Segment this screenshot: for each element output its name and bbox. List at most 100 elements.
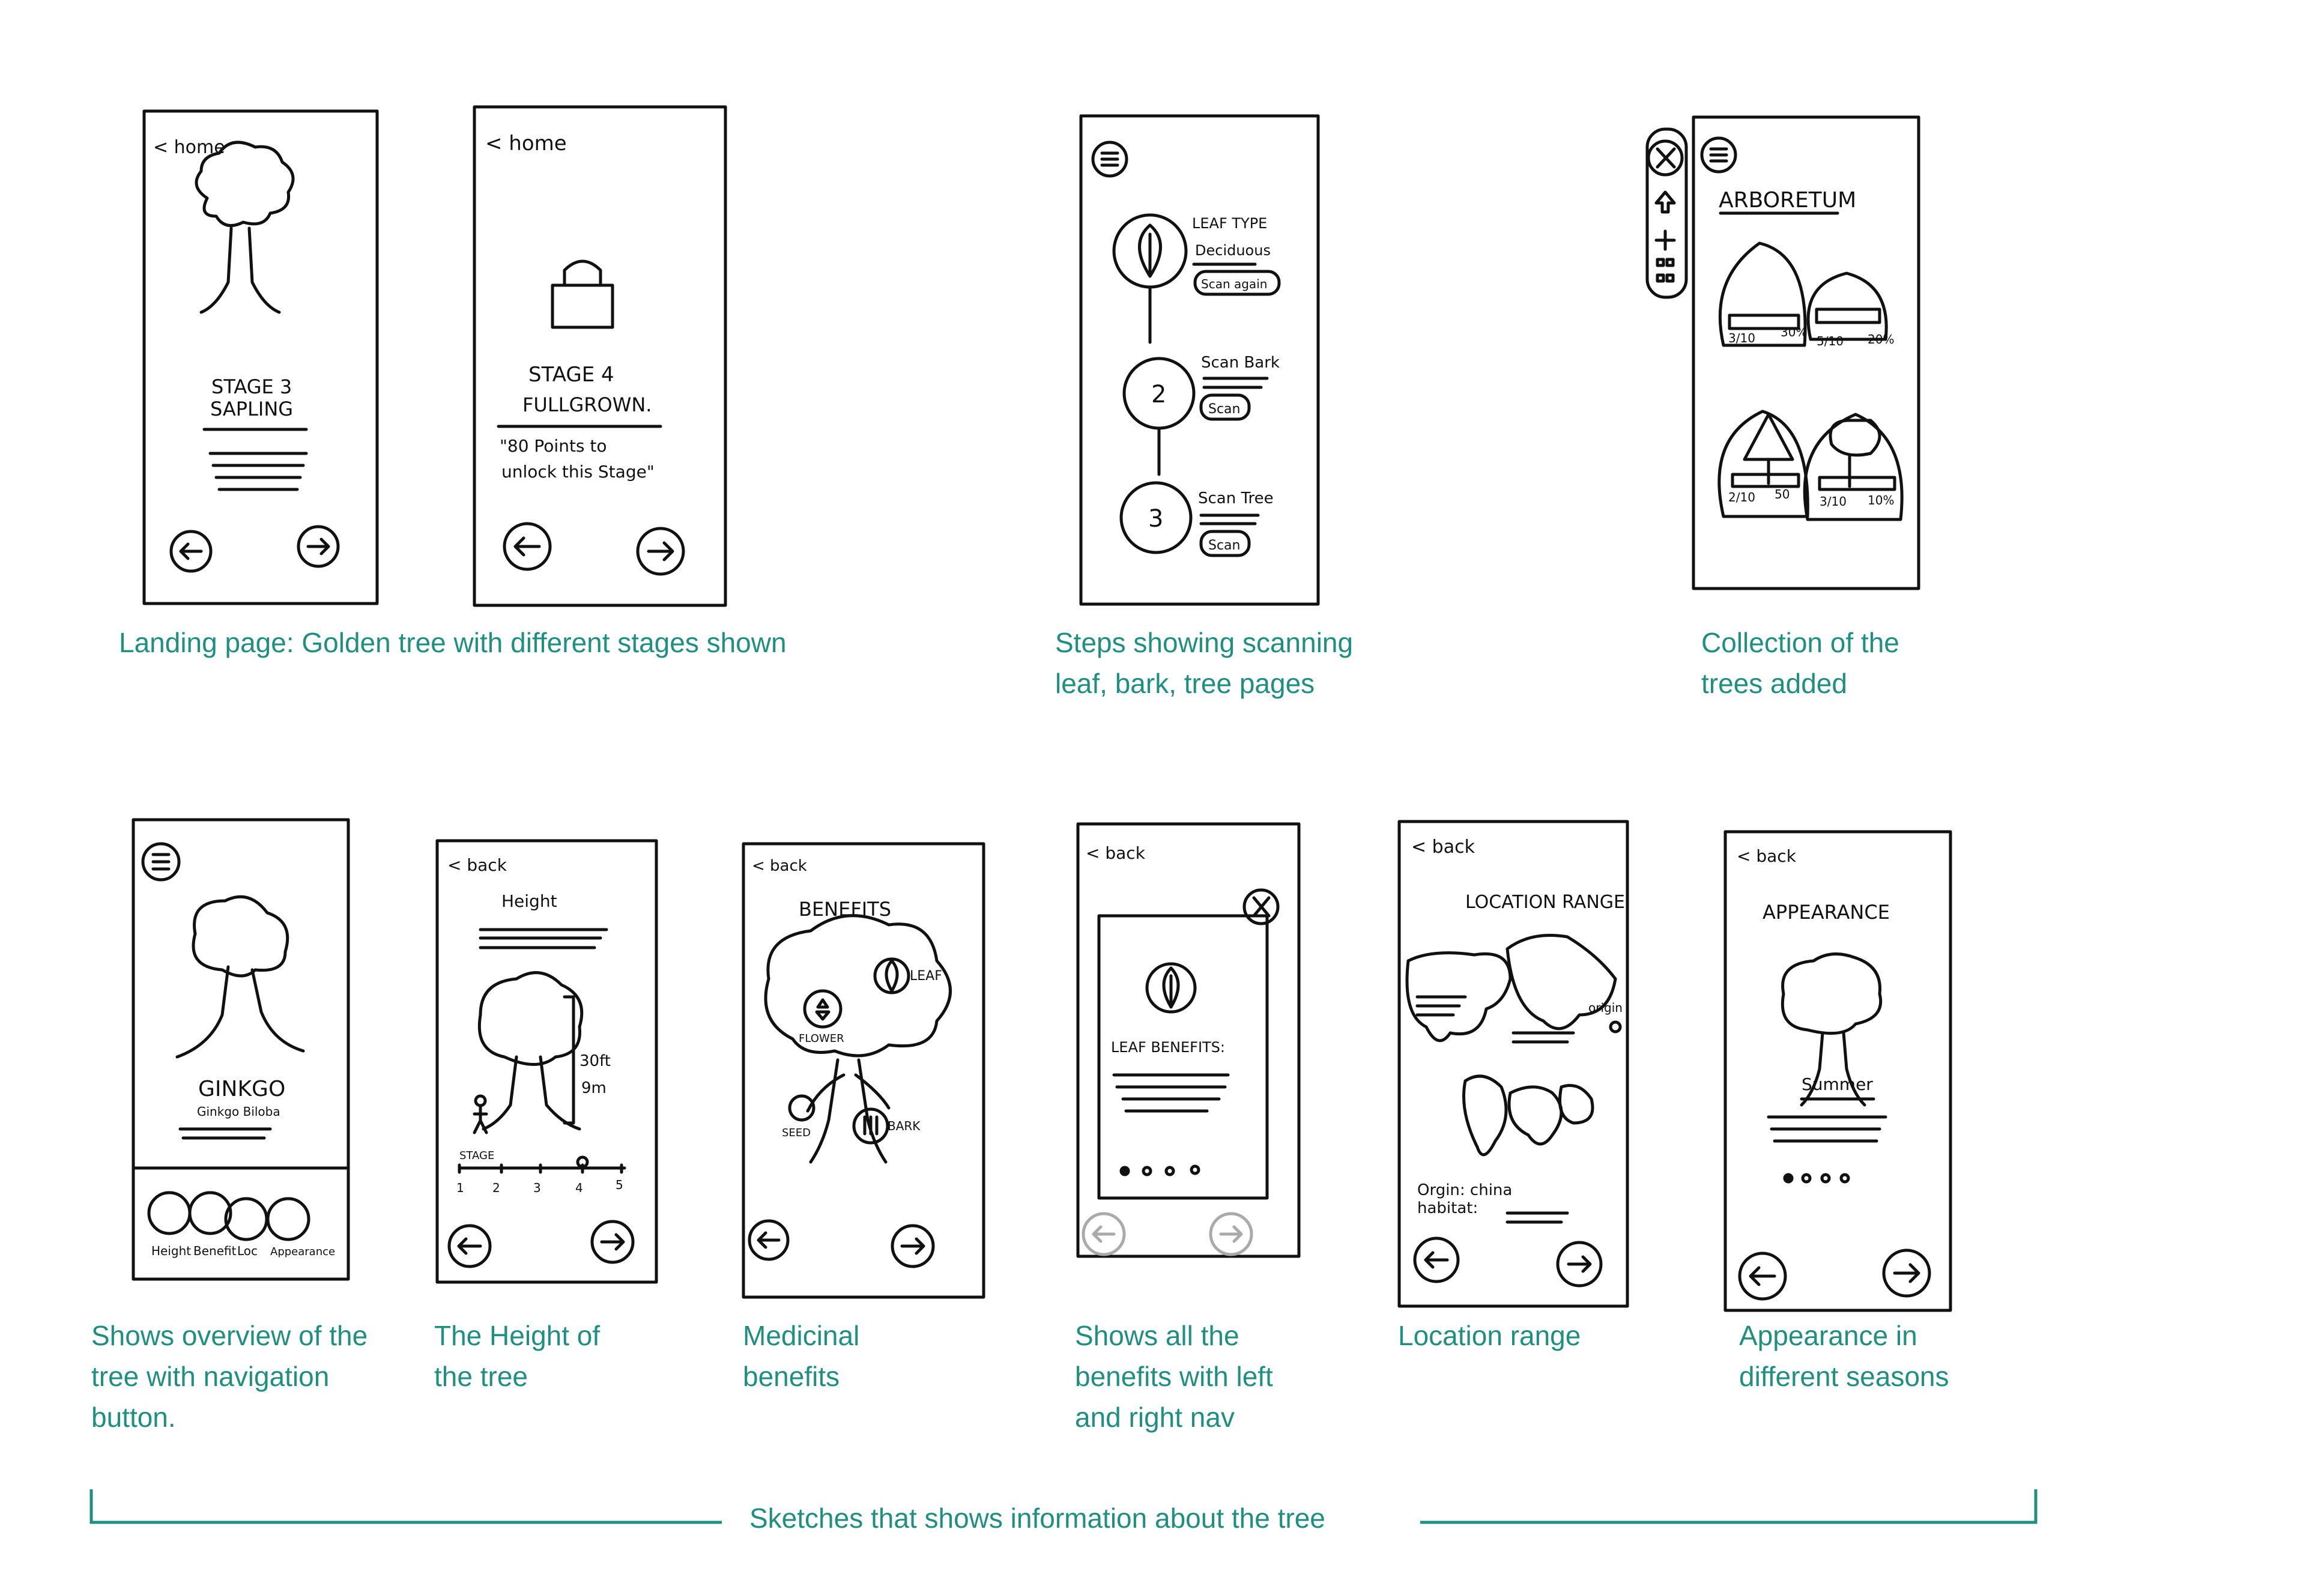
- flower-benefit-icon[interactable]: [803, 989, 843, 1029]
- season-dot[interactable]: [1801, 1173, 1812, 1184]
- nav-appearance-label: Appearance: [270, 1245, 335, 1258]
- tree-trunk: [199, 226, 281, 314]
- menu-icon[interactable]: [1700, 136, 1737, 174]
- step3-title: Scan Tree: [1198, 489, 1274, 507]
- caption-overview: Shows overview of the tree with navigati…: [91, 1320, 368, 1433]
- seed-benefit-icon[interactable]: [788, 1094, 816, 1122]
- tree-canopy: [764, 914, 952, 1058]
- card-percent: 30%: [1781, 325, 1807, 339]
- height-title: Height: [501, 891, 557, 911]
- flower-label: FLOWER: [799, 1032, 844, 1045]
- benefits-title: BENEFITS: [799, 898, 891, 921]
- slider-handle[interactable]: [576, 1155, 589, 1169]
- tree-icon: [192, 895, 289, 978]
- back-home-link[interactable]: < home: [153, 137, 225, 158]
- back-link[interactable]: < back: [1411, 837, 1475, 858]
- unlock-quote-2: unlock this Stage": [501, 462, 655, 482]
- next-arrow-icon[interactable]: [590, 1220, 635, 1264]
- season-dot[interactable]: [1839, 1173, 1850, 1184]
- back-link[interactable]: < back: [1737, 846, 1797, 866]
- add-icon[interactable]: [1654, 229, 1676, 251]
- scan-again-button[interactable]: [1193, 270, 1281, 296]
- prev-arrow-icon[interactable]: [748, 1219, 790, 1261]
- sketch-benefits: [742, 842, 985, 1299]
- caption-landing: Landing page: Golden tree with different…: [119, 627, 787, 658]
- prev-arrow-icon[interactable]: [1413, 1236, 1460, 1283]
- prev-arrow-icon[interactable]: [1738, 1252, 1787, 1301]
- phone-frame: [742, 842, 985, 1299]
- season-label: Summer: [1802, 1074, 1873, 1094]
- nav-benefit-button[interactable]: [188, 1191, 232, 1235]
- next-arrow-icon[interactable]: [1882, 1248, 1931, 1298]
- scan-tree-button[interactable]: [1199, 530, 1251, 557]
- nav-height-button[interactable]: [147, 1191, 192, 1235]
- back-link[interactable]: < back: [1086, 843, 1146, 863]
- page-dot[interactable]: [1164, 1166, 1175, 1176]
- scan-tree-label: Scan: [1208, 538, 1241, 553]
- tree-icon: [1781, 952, 1883, 1035]
- page-dot-active[interactable]: [1119, 1166, 1130, 1176]
- step2-title: Scan Bark: [1201, 354, 1280, 372]
- upload-icon[interactable]: [1654, 190, 1676, 214]
- lock-icon: [551, 283, 614, 329]
- appearance-title: APPEARANCE: [1763, 901, 1890, 924]
- leaf-benefits-title: LEAF BENEFITS:: [1111, 1039, 1225, 1056]
- stage-slider-label: STAGE: [459, 1149, 494, 1162]
- page-dot[interactable]: [1142, 1166, 1152, 1176]
- stage-tick: 5: [616, 1178, 623, 1192]
- prev-arrow-icon[interactable]: [169, 530, 213, 573]
- prev-arrow-icon[interactable]: [447, 1224, 492, 1268]
- phone-frame: [1076, 822, 1301, 1258]
- nav-location-button[interactable]: [224, 1197, 268, 1241]
- season-dot[interactable]: [1820, 1173, 1831, 1184]
- close-icon[interactable]: [1242, 888, 1280, 925]
- phone-frame: [132, 818, 350, 1281]
- tree-icon: [477, 971, 584, 1066]
- height-bracket: [563, 995, 575, 1125]
- nav-benefit-label: Benefit: [193, 1244, 237, 1258]
- stage-name: FULLGROWN.: [522, 393, 652, 416]
- season-dot-active[interactable]: [1783, 1173, 1794, 1184]
- origin-pin-icon[interactable]: [1609, 1020, 1622, 1034]
- bark-benefit-icon[interactable]: [852, 1107, 889, 1145]
- next-arrow-icon[interactable]: [891, 1224, 935, 1268]
- bracket-label: Sketches that shows information about th…: [749, 1503, 1325, 1534]
- tree-icon: [195, 141, 295, 228]
- back-link[interactable]: < back: [752, 857, 807, 875]
- prev-arrow-icon[interactable]: [503, 522, 552, 571]
- prev-arrow-icon[interactable]: [1082, 1212, 1126, 1256]
- stage-name: SAPLING: [210, 398, 293, 420]
- next-arrow-icon[interactable]: [636, 527, 685, 576]
- world-map-americas: [1405, 951, 1512, 1043]
- tree-card[interactable]: [1803, 413, 1904, 521]
- tree-card[interactable]: [1718, 241, 1807, 347]
- height-feet: 30ft: [579, 1052, 611, 1070]
- close-icon[interactable]: [1647, 139, 1684, 177]
- step2-number: 2: [1151, 381, 1166, 408]
- back-link[interactable]: < back: [447, 855, 507, 875]
- stage-tick: 1: [456, 1181, 464, 1195]
- leaf-benefit-icon[interactable]: [873, 957, 910, 994]
- menu-icon[interactable]: [1091, 141, 1128, 178]
- sketch-landing-stage4: [473, 105, 727, 607]
- caption-location: Location range: [1398, 1320, 1581, 1351]
- phone-frame: [1723, 830, 1952, 1312]
- back-home-link[interactable]: < home: [485, 132, 567, 156]
- next-arrow-icon[interactable]: [1556, 1241, 1603, 1288]
- nav-appearance-button[interactable]: [266, 1197, 310, 1241]
- stage-label: STAGE 4: [528, 363, 614, 387]
- phone-frame: [1079, 114, 1320, 606]
- next-arrow-icon[interactable]: [297, 525, 340, 568]
- stage-tick: 2: [492, 1181, 500, 1195]
- seed-label: SEED: [782, 1127, 811, 1139]
- page-dot[interactable]: [1190, 1164, 1200, 1175]
- world-map-eurasia: [1505, 934, 1617, 1031]
- tree-name: GINKGO: [198, 1077, 285, 1101]
- sketch-leaf-benefits: [1076, 822, 1301, 1258]
- scan-bark-button[interactable]: [1199, 393, 1251, 421]
- next-arrow-icon[interactable]: [1209, 1212, 1253, 1256]
- menu-icon[interactable]: [141, 842, 181, 882]
- tree-card[interactable]: [1806, 271, 1888, 341]
- card-count: 5/10: [1817, 334, 1844, 348]
- modal-card: [1097, 914, 1269, 1200]
